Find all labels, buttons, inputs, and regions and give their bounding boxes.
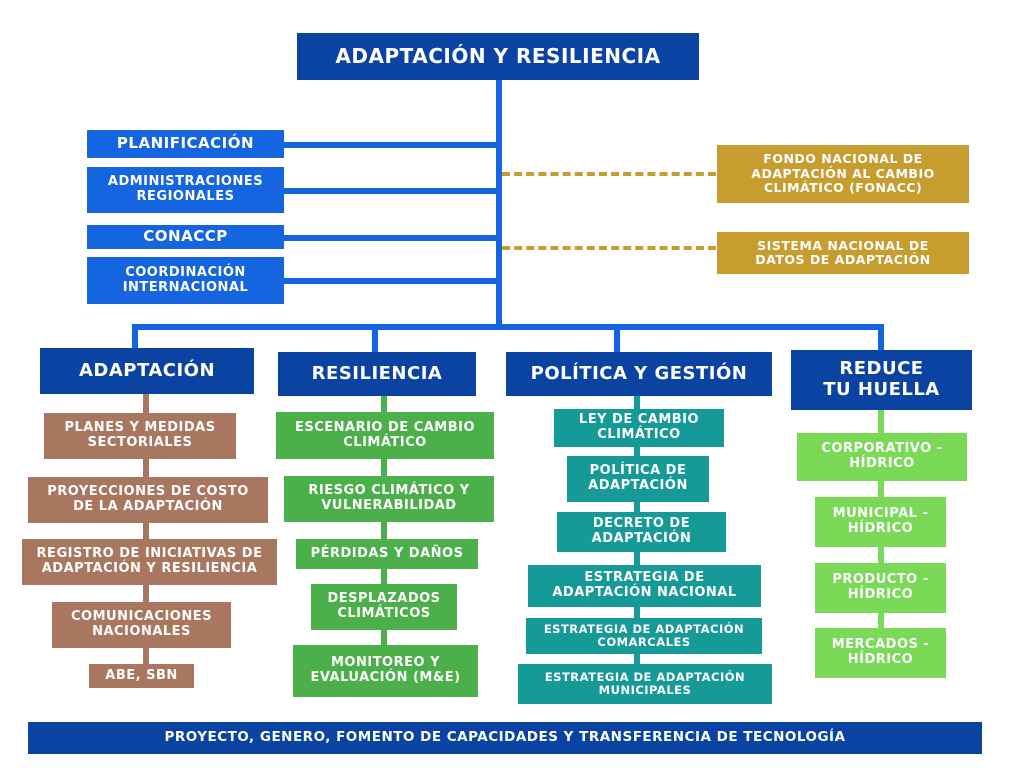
municipal-hidrico-box: MUNICIPAL - HÍDRICO	[815, 497, 946, 547]
trunk-line	[496, 80, 502, 330]
branch-planificacion	[284, 142, 498, 148]
desplazados-climaticos-box: DESPLAZADOS CLIMÁTICOS	[311, 584, 457, 630]
column-line-adaptacion	[143, 394, 149, 666]
proyecciones-costo-box: PROYECCIONES DE COSTO DE LA ADAPTACIÓN	[28, 477, 268, 523]
footer-banner: PROYECTO, GENERO, FOMENTO DE CAPACIDADES…	[28, 722, 982, 754]
planes-medidas-box: PLANES Y MEDIDAS SECTORIALES	[44, 413, 236, 459]
comunicaciones-nacionales-box: COMUNICACIONES NACIONALES	[52, 602, 231, 648]
decreto-adaptacion-box: DECRETO DE ADAPTACIÓN	[557, 512, 726, 552]
mercados-hidrico-box: MERCADOS - HÍDRICO	[815, 628, 946, 678]
registro-iniciativas-box: REGISTRO DE INICIATIVAS DE ADAPTACIÓN Y …	[22, 539, 277, 585]
administraciones-regionales-box: ADMINISTRACIONES REGIONALES	[87, 167, 284, 213]
main-title-box: ADAPTACIÓN Y RESILIENCIA	[297, 33, 699, 80]
perdidas-danos-box: PÉRDIDAS Y DAÑOS	[296, 539, 478, 569]
reduce-tu-huella-header: REDUCE TU HUELLA	[791, 350, 972, 410]
estrategia-municipales-box: ESTRATEGIA DE ADAPTACIÓN MUNICIPALES	[518, 664, 772, 704]
drop-adaptacion	[132, 324, 138, 348]
fonacc-box: FONDO NACIONAL DE ADAPTACIÓN AL CAMBIO C…	[717, 145, 969, 203]
politica-gestion-header: POLÍTICA Y GESTIÓN	[506, 352, 772, 396]
estrategia-nacional-box: ESTRATEGIA DE ADAPTACIÓN NACIONAL	[528, 565, 761, 607]
drop-reduce	[878, 324, 884, 352]
branch-administraciones	[284, 188, 498, 194]
ley-cambio-climatico-box: LEY DE CAMBIO CLIMÁTICO	[554, 409, 724, 447]
dashed-link-fonacc	[502, 172, 716, 176]
planificacion-box: PLANIFICACIÓN	[87, 130, 284, 158]
sistema-nacional-datos-box: SISTEMA NACIONAL DE DATOS DE ADAPTACIÓN	[717, 232, 969, 274]
politica-adaptacion-box: POLÍTICA DE ADAPTACIÓN	[567, 456, 709, 502]
adaptacion-header: ADAPTACIÓN	[40, 348, 254, 394]
horizontal-bus-line	[132, 324, 884, 330]
riesgo-climatico-box: RIESGO CLIMÁTICO Y VULNERABILIDAD	[284, 476, 494, 522]
resiliencia-header: RESILIENCIA	[278, 352, 476, 396]
estrategia-comarcales-box: ESTRATEGIA DE ADAPTACIÓN COMARCALES	[526, 618, 762, 654]
dashed-link-sistema	[502, 246, 716, 250]
abe-sbn-box: ABE, SBN	[89, 664, 194, 688]
escenario-cambio-climatico-box: ESCENARIO DE CAMBIO CLIMÁTICO	[276, 412, 494, 459]
branch-coordinacion	[284, 278, 498, 284]
producto-hidrico-box: PRODUCTO - HÍDRICO	[815, 563, 946, 613]
coordinacion-internacional-box: COORDINACIÓN INTERNACIONAL	[87, 257, 284, 304]
drop-resiliencia	[372, 324, 378, 352]
branch-conaccp	[284, 235, 498, 241]
monitoreo-evaluacion-box: MONITOREO Y EVALUACIÓN (M&E)	[293, 645, 478, 697]
corporativo-hidrico-box: CORPORATIVO - HÍDRICO	[797, 433, 967, 481]
conaccp-box: CONACCP	[87, 225, 284, 249]
drop-politica	[614, 324, 620, 352]
